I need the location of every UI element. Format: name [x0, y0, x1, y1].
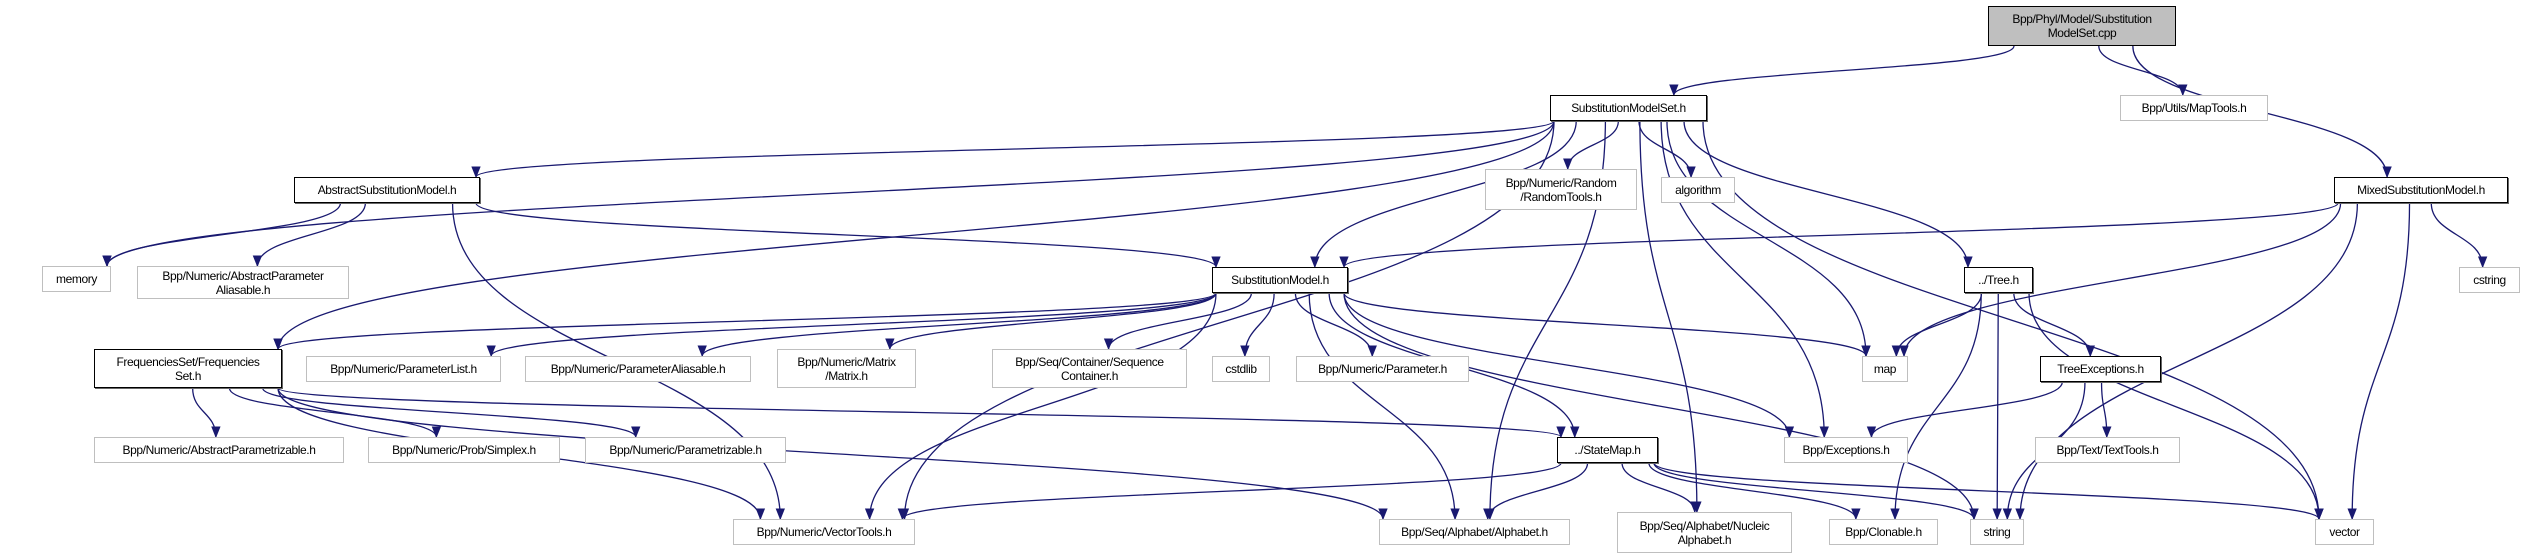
edge-statemap-to-alphabet [1483, 462, 1589, 521]
edge-abssm-to-absparal [252, 202, 367, 268]
edge-tree-to-string [1992, 292, 2002, 521]
edge-sm-to-alphabet [1308, 292, 1460, 521]
node-freq[interactable]: FrequenciesSet/Frequencies Set.h [94, 349, 282, 388]
edge-tree-to-clonable [1890, 292, 1982, 521]
edge-sms-to-vectortools [899, 120, 1555, 521]
node-matrix: Bpp/Numeric/Matrix /Matrix.h [777, 349, 916, 388]
edge-sm-to-vectortools [864, 292, 1217, 521]
edge-tree-to-vector [2028, 292, 2324, 521]
node-vector: vector [2315, 519, 2374, 545]
edge-sms-to-vector [1702, 120, 2324, 521]
node-absparal: Bpp/Numeric/AbstractParameter Aliasable.… [137, 266, 349, 299]
edge-sm-to-plist [486, 292, 1217, 358]
node-parametrizable: Bpp/Numeric/Parametrizable.h [585, 437, 786, 463]
edge-statemap-to-nucleic [1621, 462, 1700, 514]
edge-root-to-maptools [2098, 45, 2188, 97]
node-texttools: Bpp/Text/TextTools.h [2035, 437, 2180, 463]
node-sm[interactable]: SubstitutionModel.h [1212, 267, 1348, 293]
node-string: string [1970, 519, 2024, 545]
edge-tree-to-treeexc [2013, 292, 2095, 358]
edge-freq-to-absparam [192, 387, 221, 439]
edge-tree-to-map [1891, 292, 1983, 358]
edge-statemap-to-clonable [1648, 462, 1861, 521]
edge-mixed-to-map [1899, 202, 2342, 358]
edge-abssm-to-sm [475, 202, 1221, 269]
edge-sms-to-abssm [471, 120, 1555, 179]
node-mixed[interactable]: MixedSubstitutionModel.h [2334, 177, 2508, 203]
node-paral: Bpp/Numeric/ParameterAliasable.h [525, 356, 751, 382]
node-root: Bpp/Phyl/Model/Substitution ModelSet.cpp [1988, 6, 2176, 46]
edge-sm-to-map [1343, 292, 1871, 358]
edge-freq-to-simplex [228, 387, 441, 439]
node-simplex: Bpp/Numeric/Prob/Simplex.h [368, 437, 560, 463]
edge-sms-to-nucleic [1639, 120, 1702, 514]
node-tree[interactable]: ../Tree.h [1964, 267, 2033, 293]
node-clonable: Bpp/Clonable.h [1829, 519, 1938, 545]
edge-sm-to-freq [273, 292, 1217, 351]
edge-treeexc-to-texttools [2100, 381, 2112, 439]
node-alphabet: Bpp/Seq/Alphabet/Alphabet.h [1379, 519, 1570, 545]
edge-freq-to-alphabet [277, 387, 1388, 521]
node-random: Bpp/Numeric/Random /RandomTools.h [1485, 169, 1637, 210]
edge-statemap-to-vectortools [897, 462, 1562, 521]
node-exceptions: Bpp/Exceptions.h [1784, 437, 1908, 463]
node-vectortools: Bpp/Numeric/VectorTools.h [733, 519, 915, 545]
edge-sms-to-memory [102, 120, 1555, 268]
edge-statemap-to-string [1653, 462, 1979, 521]
edge-sms-to-map [1666, 120, 1871, 358]
edge-sms-to-exceptions [1660, 120, 1829, 439]
node-nucleic: Bpp/Seq/Alphabet/Nucleic Alphabet.h [1617, 512, 1792, 553]
edge-freq-to-statemap [277, 387, 1566, 439]
edge-sm-to-cstdlib [1240, 292, 1275, 358]
edge-sm-to-param [1294, 292, 1377, 358]
node-absparam: Bpp/Numeric/AbstractParametrizable.h [94, 437, 344, 463]
edge-sms-to-tree [1683, 120, 1973, 269]
edge-sm-to-paral [697, 292, 1217, 358]
node-seqcont: Bpp/Seq/Container/Sequence Container.h [992, 349, 1187, 388]
node-maptools: Bpp/Utils/MapTools.h [2120, 95, 2268, 121]
node-param: Bpp/Numeric/Parameter.h [1296, 356, 1469, 382]
node-map: map [1862, 356, 1908, 382]
edge-sms-to-sm [1310, 120, 1577, 269]
edge-sm-to-string [1343, 292, 1979, 521]
node-abssm[interactable]: AbstractSubstitutionModel.h [294, 177, 480, 203]
edge-sm-to-seqcont [1103, 292, 1253, 351]
edge-mixed-to-sm [1339, 202, 2339, 269]
node-sms[interactable]: SubstitutionModelSet.h [1550, 95, 1707, 121]
node-statemap[interactable]: ../StateMap.h [1557, 437, 1658, 463]
edge-sms-to-algorithm [1638, 120, 1696, 179]
edge-mixed-to-cstring [2430, 202, 2488, 269]
edge-sms-to-freq [273, 120, 1555, 351]
edge-treeexc-to-exceptions [1866, 381, 2063, 439]
node-plist: Bpp/Numeric/ParameterList.h [306, 356, 501, 382]
edge-sm-to-matrix [885, 292, 1217, 351]
edge-root-to-sms [1669, 45, 2015, 97]
node-treeexc[interactable]: TreeExceptions.h [2040, 356, 2161, 382]
node-memory: memory [42, 266, 111, 292]
edge-sm-to-exceptions [1343, 292, 1795, 439]
edge-sms-to-random [1563, 120, 1620, 171]
edge-abssm-to-memory [102, 202, 342, 268]
edge-mixed-to-vector [2347, 202, 2411, 521]
node-algorithm: algorithm [1661, 177, 1735, 203]
edge-statemap-to-vector [1653, 462, 2324, 521]
node-cstdlib: cstdlib [1212, 356, 1270, 382]
node-cstring: cstring [2459, 267, 2520, 293]
